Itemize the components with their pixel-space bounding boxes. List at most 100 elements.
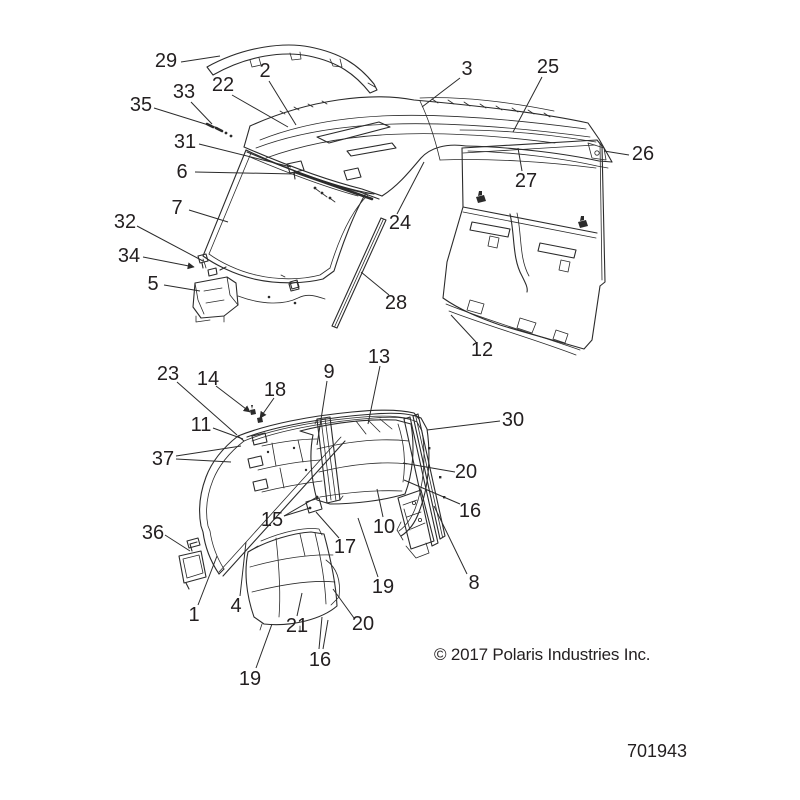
leader-line bbox=[517, 147, 523, 172]
leader-line bbox=[402, 462, 456, 473]
leader-line bbox=[283, 496, 318, 517]
callout-label-7: 7 bbox=[171, 197, 182, 219]
side-panel-drawing bbox=[396, 413, 446, 559]
leader-line bbox=[142, 256, 195, 270]
leader-line bbox=[316, 380, 328, 446]
callout-label-3: 3 bbox=[461, 58, 472, 80]
cab-frame-drawing bbox=[199, 405, 420, 577]
callout-label-10: 10 bbox=[373, 516, 395, 538]
floor-panel-drawing bbox=[442, 191, 601, 356]
callout-label-16: 16 bbox=[309, 649, 331, 671]
callout-label-23: 23 bbox=[157, 363, 179, 385]
leader-line bbox=[212, 427, 244, 440]
leader-line bbox=[421, 77, 461, 108]
leader-line bbox=[164, 534, 191, 552]
callout-label-1: 1 bbox=[188, 604, 199, 626]
leader-line bbox=[153, 107, 219, 129]
part-number-text: 701943 bbox=[627, 741, 688, 761]
callout-label-19: 19 bbox=[239, 668, 261, 690]
leader-line bbox=[259, 397, 275, 419]
leader-line bbox=[239, 541, 247, 597]
copyright-text: © 2017 Polaris Industries Inc. bbox=[434, 645, 651, 664]
leader-line bbox=[163, 284, 201, 292]
leader-line bbox=[190, 101, 213, 125]
leader-line bbox=[197, 555, 218, 606]
leader-line bbox=[283, 507, 311, 517]
leader-line bbox=[296, 592, 303, 617]
callout-label-11: 11 bbox=[191, 414, 212, 436]
leader-line bbox=[175, 445, 242, 457]
leader-line bbox=[367, 365, 381, 425]
leader-line bbox=[176, 381, 238, 436]
callout-label-5: 5 bbox=[147, 273, 158, 295]
callout-label-4: 4 bbox=[230, 595, 241, 617]
leader-line bbox=[426, 420, 501, 431]
callout-label-30: 30 bbox=[502, 409, 524, 431]
callout-label-24: 24 bbox=[389, 212, 411, 234]
callout-label-18: 18 bbox=[264, 379, 286, 401]
callout-label-34: 34 bbox=[118, 245, 140, 267]
callout-label-15: 15 bbox=[261, 509, 283, 531]
mirror-drawing bbox=[178, 537, 207, 590]
leader-line bbox=[268, 80, 297, 126]
callout-label-35: 35 bbox=[130, 94, 152, 116]
b-pillar-trim-drawing bbox=[314, 416, 344, 504]
callout-label-12: 12 bbox=[471, 339, 493, 361]
leader-line bbox=[332, 588, 355, 619]
callout-label-25: 25 bbox=[537, 56, 559, 78]
leader-line bbox=[215, 385, 251, 413]
callout-label-28: 28 bbox=[385, 292, 407, 314]
callout-label-2: 2 bbox=[259, 60, 270, 82]
leader-line bbox=[603, 150, 630, 156]
callout-label-6: 6 bbox=[176, 161, 187, 183]
leader-line bbox=[255, 623, 273, 669]
callout-label-33: 33 bbox=[173, 81, 195, 103]
callout-label-17: 17 bbox=[334, 536, 356, 558]
leader-line bbox=[180, 55, 221, 63]
leader-line bbox=[512, 76, 543, 133]
headliner-panel-drawing bbox=[299, 418, 414, 505]
callout-label-36: 36 bbox=[142, 522, 164, 544]
windshield-drawing bbox=[197, 149, 375, 290]
roof-seal-strip-drawing bbox=[206, 44, 378, 94]
leader-line bbox=[198, 143, 292, 168]
callout-label-27: 27 bbox=[515, 170, 537, 192]
callout-label-20: 20 bbox=[352, 613, 374, 635]
roof-panel-drawing bbox=[243, 96, 613, 200]
callout-label-13: 13 bbox=[368, 346, 390, 368]
leader-line bbox=[433, 505, 468, 575]
callout-label-19: 19 bbox=[372, 576, 394, 598]
callout-label-26: 26 bbox=[632, 143, 654, 165]
leader-line bbox=[231, 94, 289, 128]
callout-label-8: 8 bbox=[468, 572, 479, 594]
leader-line bbox=[360, 271, 390, 296]
leader-line bbox=[136, 225, 204, 262]
leader-line bbox=[396, 161, 425, 215]
leader-line bbox=[450, 314, 477, 343]
callout-label-14: 14 bbox=[197, 368, 219, 390]
leader-line bbox=[194, 171, 296, 175]
callout-label-16: 16 bbox=[459, 500, 481, 522]
frame-bracket-structure-drawing bbox=[247, 432, 323, 514]
leader-line bbox=[188, 209, 229, 223]
callout-label-32: 32 bbox=[114, 211, 136, 233]
leader-line bbox=[175, 458, 232, 463]
leader-line bbox=[403, 479, 461, 505]
leader-line bbox=[322, 619, 329, 650]
callout-label-37: 37 bbox=[152, 448, 174, 470]
callout-label-29: 29 bbox=[155, 50, 177, 72]
callout-label-31: 31 bbox=[174, 131, 196, 153]
callout-label-20: 20 bbox=[455, 461, 477, 483]
washer-bottle-drawing bbox=[192, 258, 326, 323]
leader-line bbox=[315, 511, 340, 539]
callout-label-22: 22 bbox=[212, 74, 234, 96]
callout-label-21: 21 bbox=[286, 615, 308, 637]
side-strip-drawing bbox=[331, 217, 387, 329]
rear-panel-drawing bbox=[461, 139, 606, 287]
leader-line bbox=[357, 517, 379, 578]
leader-line bbox=[376, 488, 384, 518]
callout-label-9: 9 bbox=[323, 361, 334, 383]
